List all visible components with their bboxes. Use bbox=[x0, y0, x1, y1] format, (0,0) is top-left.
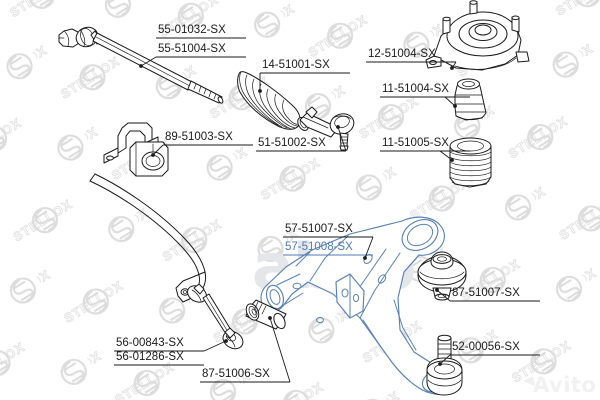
callout-arm-bush-rear[interactable]: 87-51007-SX bbox=[435, 287, 540, 302]
leader-dot bbox=[224, 339, 228, 343]
leader-dot bbox=[450, 66, 454, 70]
callout-tie-rod-inner[interactable]: 55-01032-SX 55-51004-SX bbox=[139, 24, 246, 68]
label-tie-rod-inner-a: 55-01032-SX bbox=[158, 24, 226, 36]
label-arm-bush-front: 87-51006-SX bbox=[202, 368, 270, 380]
part-outer-tie-rod-end bbox=[299, 106, 355, 151]
label-ball-joint: 52-00056-SX bbox=[452, 341, 520, 353]
leader-line bbox=[439, 150, 453, 161]
avito-watermark: Avito bbox=[523, 373, 596, 397]
leader-dot bbox=[453, 104, 457, 108]
label-stab-link-a: 56-00843-SX bbox=[116, 337, 184, 349]
label-control-arm-a: 57-51007-SX bbox=[285, 223, 353, 235]
label-tie-rod-inner-b: 55-51004-SX bbox=[158, 43, 226, 55]
callout-dust-boot[interactable]: 11-51005-SX bbox=[380, 137, 470, 162]
part-stabilizer-bushing bbox=[129, 141, 169, 177]
leader-dot bbox=[363, 256, 367, 260]
label-dust-boot: 11-51005-SX bbox=[382, 137, 449, 149]
label-tie-rod-end: 51-51002-SX bbox=[258, 137, 326, 149]
part-control-arm-rear-bushing bbox=[417, 251, 467, 301]
part-inner-tie-rod bbox=[58, 26, 224, 104]
leader-line bbox=[152, 144, 164, 156]
label-arm-bush-rear: 87-51007-SX bbox=[452, 287, 520, 299]
part-front-lower-control-arm bbox=[260, 216, 458, 395]
part-strut-support-mount bbox=[425, 0, 530, 71]
part-lower-ball-joint bbox=[426, 334, 463, 396]
leader-dot bbox=[139, 64, 143, 68]
leader-dot bbox=[450, 158, 454, 162]
callout-arm-bush-front[interactable]: 87-51006-SX bbox=[200, 316, 291, 383]
svg-text:Avito: Avito bbox=[533, 373, 596, 397]
label-stab-link-b: 56-01286-SX bbox=[116, 351, 184, 363]
leader-dot bbox=[336, 125, 340, 129]
leader-line bbox=[203, 340, 227, 352]
callout-steering-boot[interactable]: 14-51001-SX bbox=[258, 59, 350, 93]
leader-line bbox=[337, 126, 347, 152]
callout-strut-mount[interactable]: 12-51004-SX bbox=[366, 48, 457, 70]
callout-bump-stop[interactable]: 11-51004-SX bbox=[380, 83, 470, 108]
callout-ball-joint[interactable]: 52-00056-SX bbox=[438, 341, 540, 366]
callout-stabilizer-bush[interactable]: 89-51003-SX bbox=[151, 131, 253, 157]
callout-stab-link[interactable]: 56-00843-SX 56-01286-SX bbox=[114, 337, 228, 366]
leader-dot bbox=[258, 89, 262, 93]
leader-dot bbox=[438, 362, 442, 366]
callout-control-arm[interactable]: 57-51007-SX 57-51008-SX bbox=[283, 223, 374, 260]
label-control-arm-b: 57-51008-SX bbox=[285, 241, 353, 253]
part-stabilizer-link bbox=[187, 283, 244, 350]
label-stabilizer-bush: 89-51003-SX bbox=[165, 131, 233, 143]
part-control-arm-front-bushing bbox=[245, 299, 287, 330]
part-shock-absorber-boot bbox=[449, 137, 492, 188]
leader-dot bbox=[435, 288, 439, 292]
label-bump-stop: 11-51004-SX bbox=[382, 83, 449, 95]
label-steering-boot: 14-51001-SX bbox=[262, 59, 330, 71]
leader-line bbox=[444, 96, 456, 107]
label-strut-mount: 12-51004-SX bbox=[368, 48, 436, 60]
leader-line bbox=[436, 289, 451, 302]
callout-tie-rod-end[interactable]: 51-51002-SX bbox=[256, 125, 347, 152]
part-bump-stopper bbox=[454, 78, 487, 121]
leader-line bbox=[140, 56, 157, 67]
leader-dot bbox=[268, 316, 272, 320]
leader-line bbox=[364, 236, 374, 259]
leader-line bbox=[269, 317, 291, 383]
leader-dot bbox=[151, 153, 155, 157]
leader-line bbox=[439, 354, 451, 365]
